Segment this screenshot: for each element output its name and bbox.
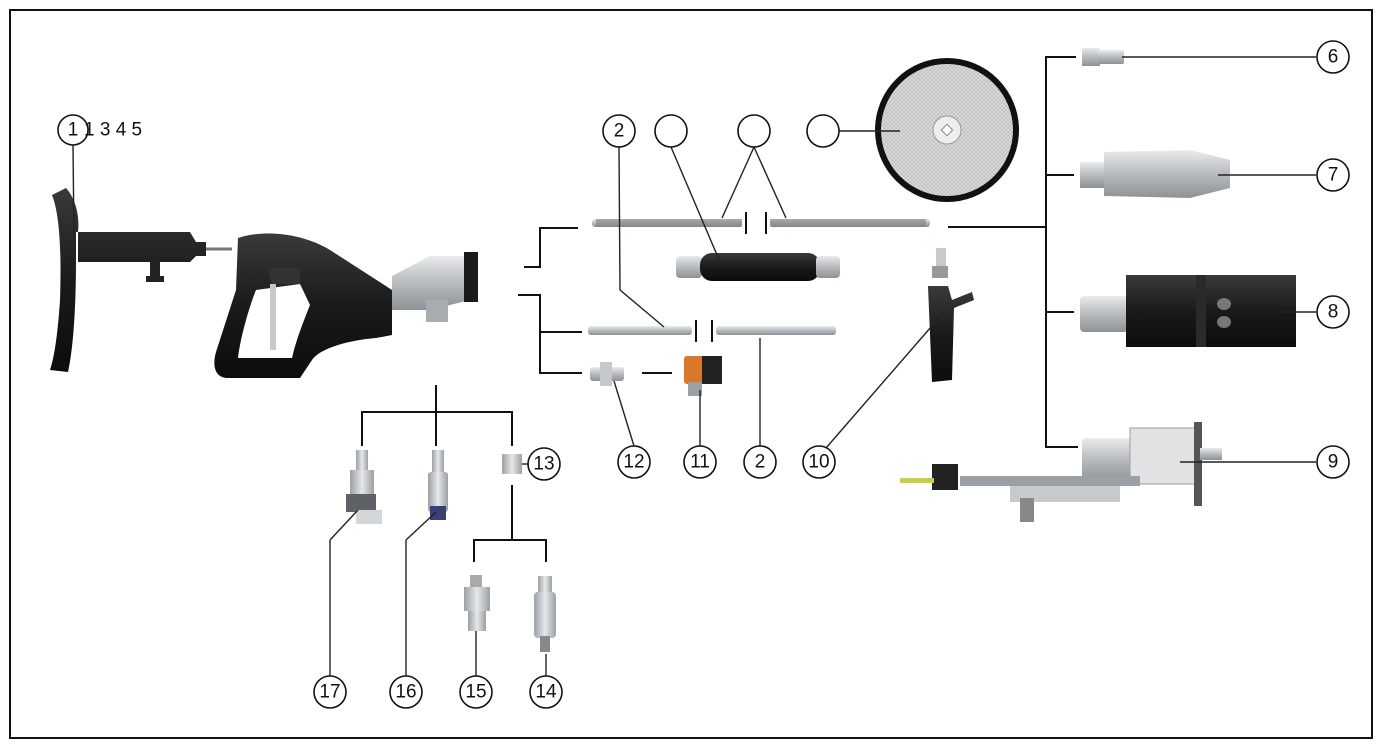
callout-8: 8 xyxy=(1316,295,1350,329)
part-side-handle-10 xyxy=(928,248,974,382)
part-nozzle-6 xyxy=(1082,48,1124,66)
svg-text:2: 2 xyxy=(614,121,625,142)
svg-text:7: 7 xyxy=(1328,165,1339,186)
svg-text:17: 17 xyxy=(319,682,340,703)
callout-6: 6 xyxy=(1316,40,1350,74)
svg-text:6: 6 xyxy=(1328,47,1339,68)
callout-10: 10 xyxy=(802,445,836,479)
part-orange-nut-11 xyxy=(684,356,722,396)
bracket-lines xyxy=(361,56,1078,562)
svg-text:13: 13 xyxy=(533,454,554,475)
part-connector-12 xyxy=(590,362,624,386)
svg-text:12: 12 xyxy=(623,452,644,473)
callout-4 xyxy=(737,114,771,148)
part-fitting-13 xyxy=(502,454,522,474)
callout-13: 13 xyxy=(527,447,561,481)
callout-15: 15 xyxy=(459,675,493,709)
callout-14: 14 xyxy=(529,675,563,709)
callout-16: 16 xyxy=(389,675,423,709)
svg-text:10: 10 xyxy=(808,452,829,473)
part-fitting-16 xyxy=(428,450,448,520)
svg-text:16: 16 xyxy=(395,682,416,703)
callout-2-upper: 2 xyxy=(602,114,636,148)
callout-3 xyxy=(654,114,688,148)
svg-text:1: 1 xyxy=(68,120,79,141)
svg-text:8: 8 xyxy=(1328,302,1339,323)
part-lance-upper xyxy=(592,219,930,227)
svg-text:2: 2 xyxy=(755,452,766,473)
part-lance-lower xyxy=(588,326,836,335)
part-nozzle-7 xyxy=(1080,150,1230,198)
part-flexible-lance xyxy=(676,253,840,281)
header-number-row: 1 3 4 5 xyxy=(84,120,142,141)
callout-5 xyxy=(806,114,840,148)
svg-text:14: 14 xyxy=(535,682,557,703)
part-filter-disc xyxy=(875,58,1019,202)
part-surface-cleaner-9 xyxy=(900,422,1222,522)
callout-2-lower: 2 xyxy=(743,445,777,479)
svg-text:11: 11 xyxy=(690,452,710,473)
callout-1: 1 xyxy=(57,114,89,146)
leader-lines xyxy=(72,56,1316,676)
part-fitting-15 xyxy=(464,575,490,631)
svg-text:9: 9 xyxy=(1328,452,1339,473)
part-extension-handle xyxy=(50,188,232,372)
svg-text:15: 15 xyxy=(465,682,486,703)
part-gun-body xyxy=(214,233,478,378)
callout-7: 7 xyxy=(1316,158,1350,192)
callout-12: 12 xyxy=(617,445,651,479)
callout-11: 11 xyxy=(683,445,717,479)
part-rotor-nozzle-8 xyxy=(1080,275,1296,347)
callout-9: 9 xyxy=(1316,445,1350,479)
part-fitting-14 xyxy=(534,576,556,652)
callout-17: 17 xyxy=(313,675,347,709)
part-fitting-17 xyxy=(346,450,382,524)
